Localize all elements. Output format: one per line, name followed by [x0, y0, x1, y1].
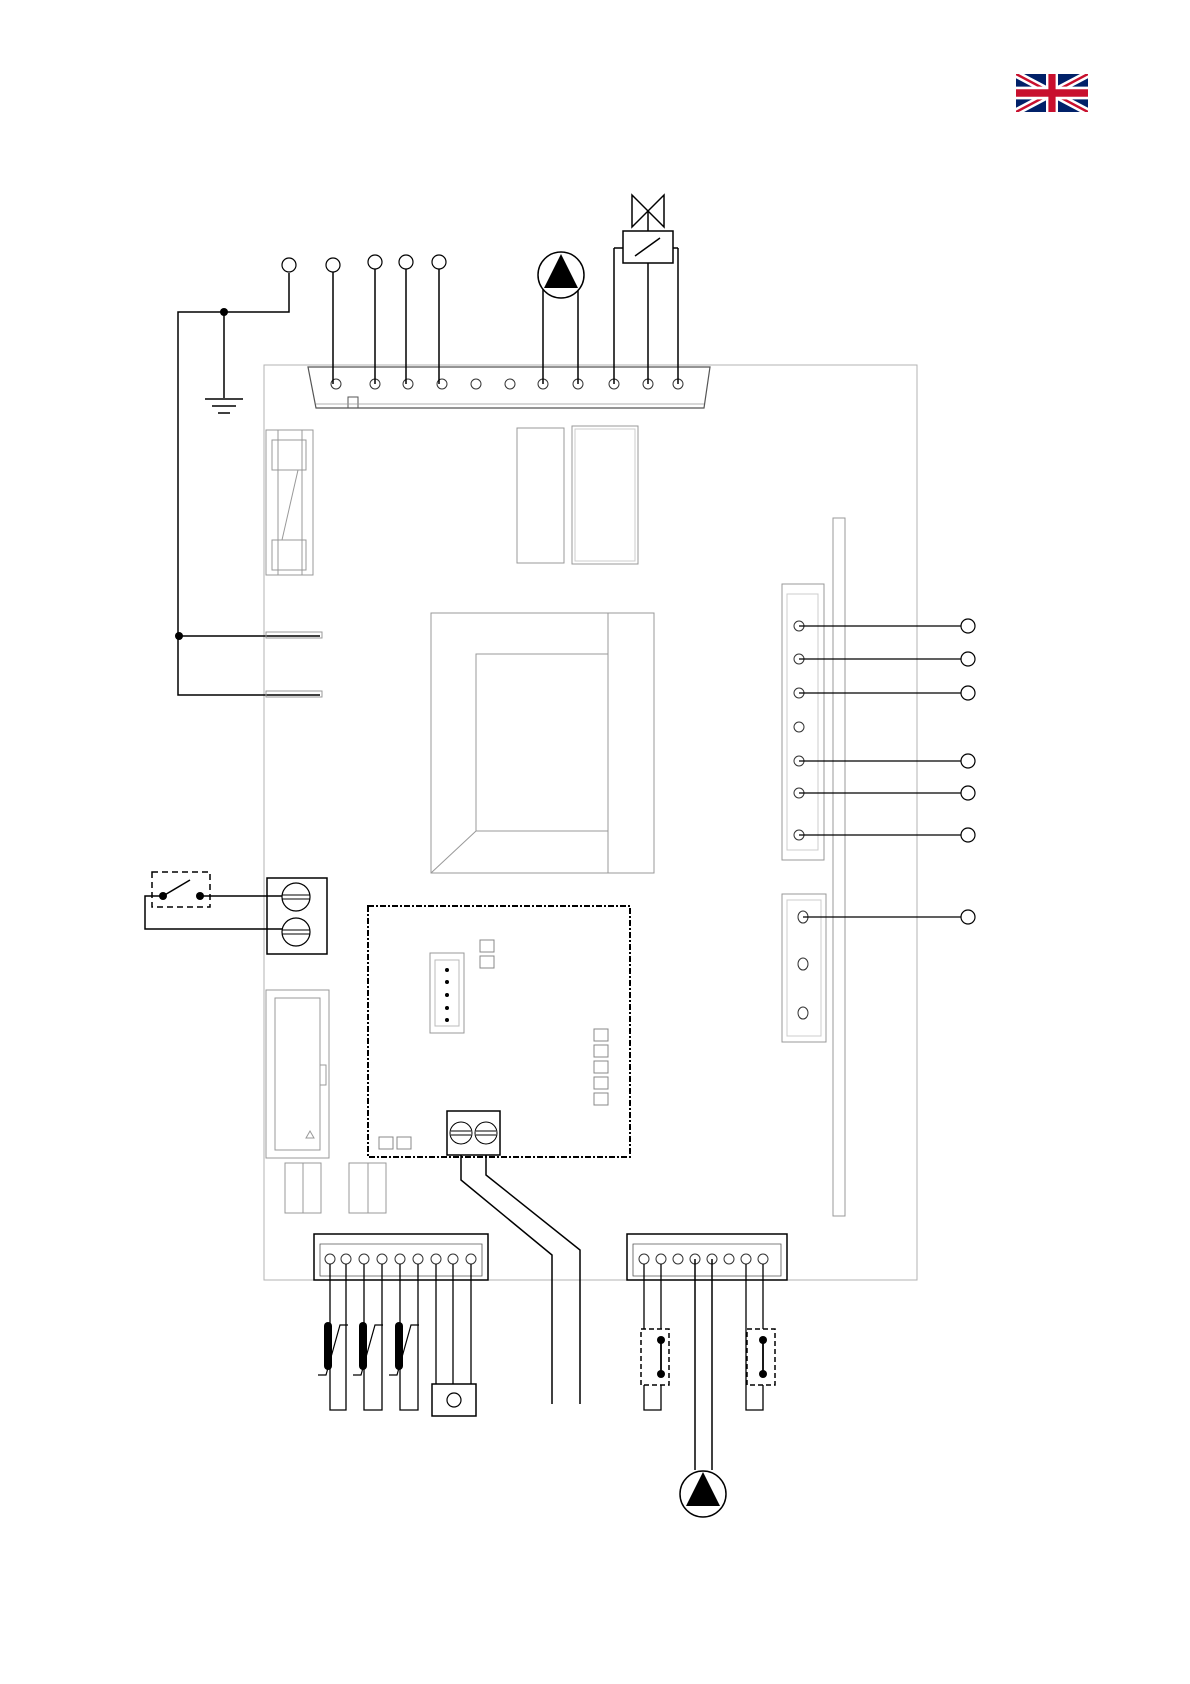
terminal	[961, 754, 975, 768]
sub-module-terminal	[447, 1111, 500, 1155]
bottom-left-connector	[314, 1234, 488, 1280]
right-small-connector-pins	[798, 911, 808, 1019]
switch-icon	[152, 872, 210, 907]
sensor-curve	[353, 1325, 383, 1375]
fuse-holder	[266, 430, 313, 575]
pressure-sensor	[432, 1384, 476, 1416]
led-indicator	[594, 1045, 608, 1057]
sensor-icon	[395, 1322, 403, 1370]
thermostat-group	[641, 1264, 775, 1410]
connector-pin	[445, 1006, 449, 1010]
terminal	[961, 910, 975, 924]
connector-pin	[741, 1254, 751, 1264]
sub-module	[368, 906, 630, 1157]
ground-icon	[205, 399, 243, 413]
connector-pin	[639, 1254, 649, 1264]
right-wiring	[799, 619, 975, 924]
right-connector-pins	[794, 621, 804, 840]
pump-icon	[538, 252, 584, 298]
connector-pin	[448, 1254, 458, 1264]
sensor-icon	[359, 1322, 367, 1370]
terminal	[432, 255, 446, 269]
terminal	[326, 258, 340, 272]
connector-pin	[341, 1254, 351, 1264]
connector-pin	[798, 1007, 808, 1019]
pump-icon	[680, 1471, 726, 1517]
connector-pin	[445, 968, 449, 972]
thermostat-dot	[759, 1370, 767, 1378]
connector-pin	[359, 1254, 369, 1264]
terminal-block-icon	[267, 878, 327, 954]
thermostat-dot	[759, 1336, 767, 1344]
spade-terminal	[266, 691, 322, 697]
ground-terminal	[282, 258, 296, 272]
terminal	[961, 619, 975, 633]
right-small-connector	[782, 894, 826, 1042]
relay-2	[572, 426, 638, 564]
bottom-pump-wiring	[695, 1259, 712, 1470]
connector-pin	[431, 1254, 441, 1264]
thermostat-icon	[641, 1329, 669, 1385]
connector-pin	[377, 1254, 387, 1264]
sensor-curve	[389, 1325, 419, 1375]
transformer-icon	[431, 613, 654, 873]
led-indicator	[594, 1077, 608, 1089]
connector-pin	[724, 1254, 734, 1264]
terminal	[961, 828, 975, 842]
connector-pin	[395, 1254, 405, 1264]
switch-wiring	[145, 896, 286, 929]
bottom-right-connector-pins	[639, 1254, 768, 1264]
connector-pin	[794, 722, 804, 732]
connector-pin	[673, 1254, 683, 1264]
led-indicators	[594, 1029, 608, 1105]
connector-pin	[471, 379, 481, 389]
connector-pin	[413, 1254, 423, 1264]
terminal	[961, 786, 975, 800]
board-rail	[833, 518, 845, 1216]
connector-pin	[466, 1254, 476, 1264]
sensor-wire	[330, 1264, 346, 1410]
connector-pin	[758, 1254, 768, 1264]
bottom-left-connector-pins	[325, 1254, 476, 1264]
led-indicator	[594, 1029, 608, 1041]
connector-pin	[445, 1018, 449, 1022]
connector-pin	[656, 1254, 666, 1264]
connector-pin	[403, 379, 413, 389]
terminal	[961, 686, 975, 700]
top-wiring	[326, 248, 678, 384]
terminal	[961, 652, 975, 666]
valve-icon	[623, 195, 673, 263]
thermostat-dot	[657, 1370, 665, 1378]
spade-terminal	[266, 632, 322, 638]
connector-pin	[798, 958, 808, 970]
sensor-curve	[318, 1325, 348, 1375]
led-indicator	[594, 1093, 608, 1105]
connector-pin	[505, 379, 515, 389]
led-indicator	[594, 1061, 608, 1073]
connector-pin	[325, 1254, 335, 1264]
control-board-outline	[264, 365, 917, 1280]
top-connector-pins	[331, 379, 683, 389]
top-connector	[308, 367, 710, 408]
relay-1	[517, 428, 564, 563]
sub-module-pins	[445, 968, 449, 1022]
relay-2-inner	[575, 429, 635, 561]
connector-pin	[445, 980, 449, 984]
terminal	[368, 255, 382, 269]
junction-dot	[175, 632, 183, 640]
display-module	[266, 990, 329, 1158]
junction-dot	[220, 308, 228, 316]
sensor-icon	[324, 1322, 332, 1370]
thermostat-dot	[657, 1336, 665, 1344]
terminal	[399, 255, 413, 269]
connector-pin	[445, 993, 449, 997]
